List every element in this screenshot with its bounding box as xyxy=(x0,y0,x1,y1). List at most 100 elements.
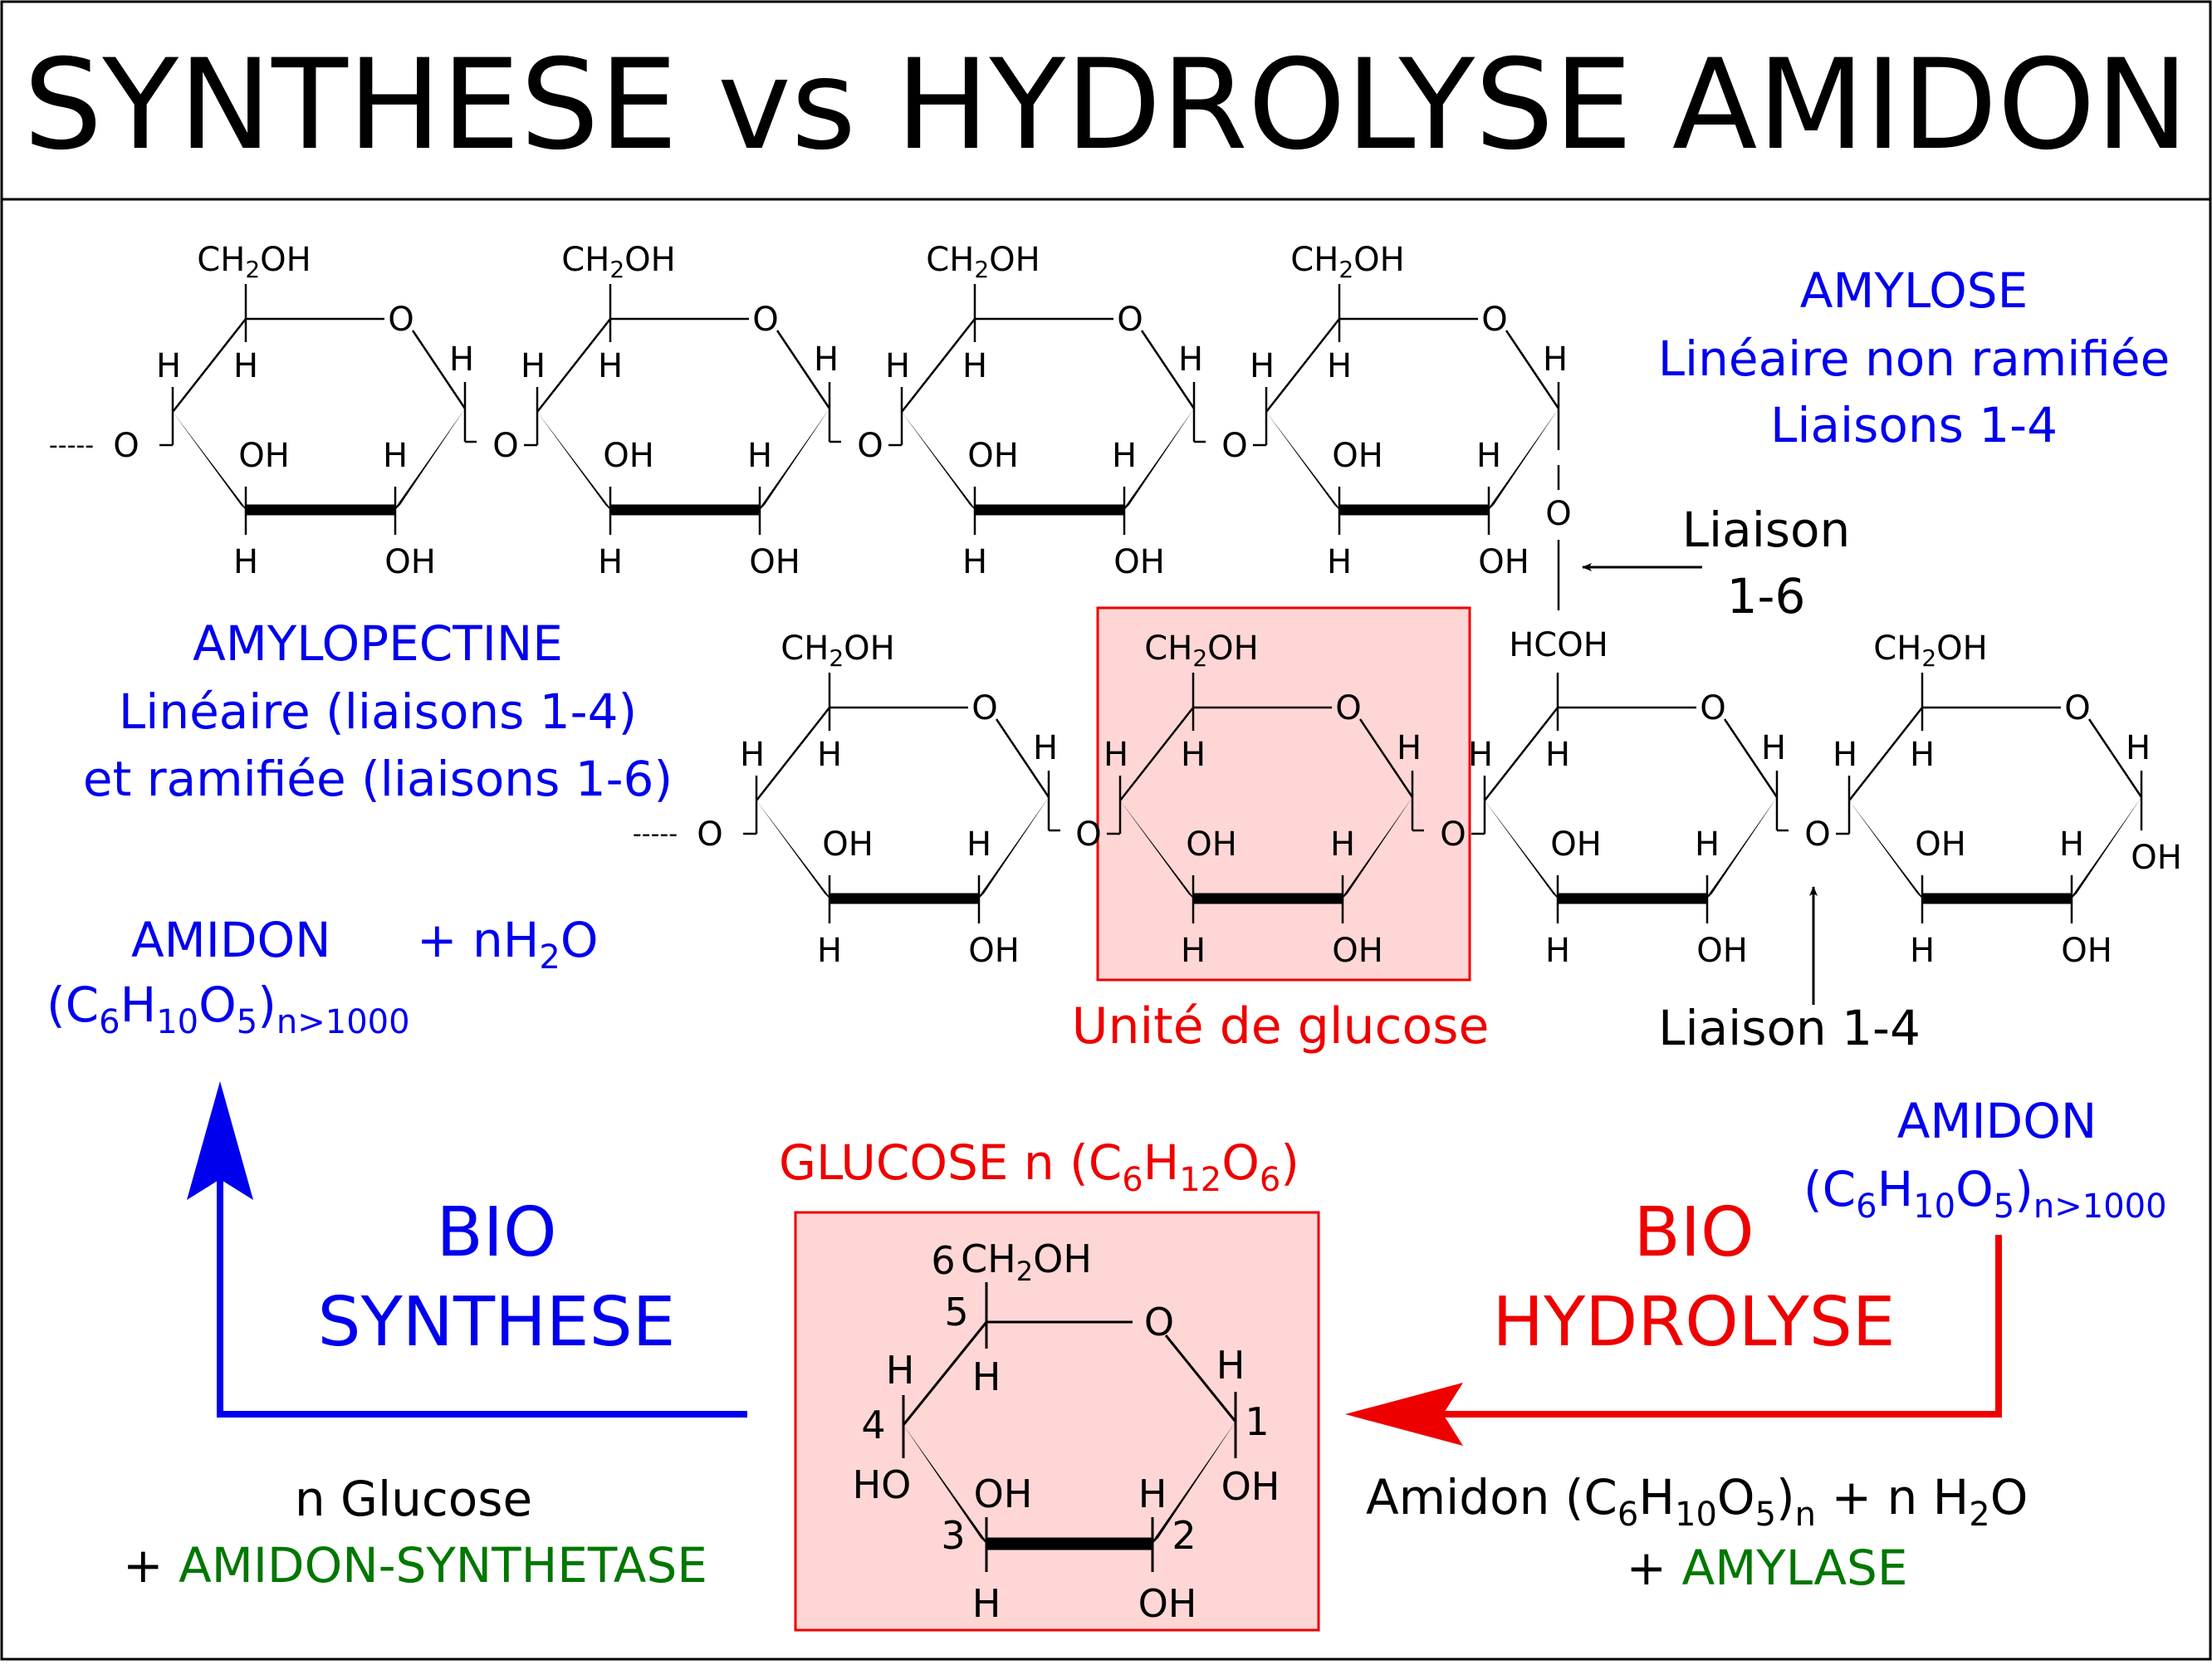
c5-hydrogen: H xyxy=(972,1354,1001,1399)
ch2oh-group: CH2OH xyxy=(1144,629,1258,672)
biosynthese-label: BIO SYNTHESE xyxy=(318,1193,676,1362)
bridge-oxygen: O xyxy=(1221,427,1247,465)
wedge-bond xyxy=(1266,412,1344,515)
c4-hydrogen: H xyxy=(521,347,546,385)
ring-oxygen: O xyxy=(1335,689,1361,727)
biosynthese-enzyme-line: + AMIDON-SYNTHETASE xyxy=(123,1537,707,1594)
ring-oxygen: O xyxy=(752,301,778,339)
c2-hydrogen: H xyxy=(383,437,408,475)
c4-hydrogen: H xyxy=(886,1348,915,1393)
c2-hydrogen: H xyxy=(1138,1472,1167,1516)
bridge-oxygen: O xyxy=(492,427,518,465)
wedge-bond xyxy=(756,801,834,904)
c2-hydrogen: H xyxy=(2059,825,2084,864)
bond xyxy=(995,718,1050,798)
bridge-oxygen: O xyxy=(697,815,722,854)
biosynthese-reactants: n Glucose + AMIDON-SYNTHETASE xyxy=(123,1471,707,1594)
glucose-box-highlight xyxy=(794,1211,1320,1632)
bond xyxy=(536,318,611,413)
bridge-oxygen: O xyxy=(1804,815,1830,854)
c2-hydroxyl: OH xyxy=(968,932,1020,970)
amidon-left-name: AMIDON xyxy=(131,912,331,968)
bond xyxy=(1505,330,1560,409)
bond xyxy=(2087,718,2143,798)
c3-hydrogen: H xyxy=(1181,932,1206,970)
c1-hydrogen: H xyxy=(1033,729,1058,767)
wedge-bond xyxy=(1849,801,1927,904)
c3-hydroxyl: OH xyxy=(603,437,654,475)
glucose-unit-highlight xyxy=(1096,606,1471,982)
liaison-1-6-label: Liaison 1-6 xyxy=(1682,502,1851,624)
wedge-bond xyxy=(1119,409,1194,515)
wedge-bond xyxy=(1338,797,1412,904)
glucose-ring-layer: OCH2OHHHOHHHOHHO-----OCH2OHHHOHHHOHHOOCH… xyxy=(49,241,2182,1626)
c2-hydroxyl: OH xyxy=(1113,543,1165,581)
amidon-right: AMIDON (C6H10O5)n>1000 xyxy=(1803,1093,2167,1226)
c2-hydroxyl: OH xyxy=(749,543,800,581)
c4-hydrogen: H xyxy=(885,347,910,385)
link-16-oxygen: O xyxy=(1545,495,1571,533)
amylopectine-linear: Linéaire (liaisons 1-4) xyxy=(119,683,637,740)
amidon-right-name: AMIDON xyxy=(1897,1093,2097,1149)
bond xyxy=(172,318,247,413)
bond xyxy=(411,330,467,409)
amylopectine-branched: et ramifiée (liaisons 1-6) xyxy=(83,751,673,807)
c4-hydroxyl: HO xyxy=(853,1462,912,1507)
amylose-structure: Linéaire non ramifiée xyxy=(1658,331,2170,387)
c2-hydrogen: H xyxy=(747,437,772,475)
ch2oh-group: CH2OH xyxy=(1873,629,1987,672)
c4-hydrogen: H xyxy=(156,347,181,385)
c3-hydrogen: H xyxy=(598,543,623,581)
ch2oh-group: CH2OH xyxy=(781,629,894,672)
biohydrolyse-arrowhead xyxy=(1345,1383,1463,1446)
amidon-left: AMIDON + nH2O (C6H10O5)n>1000 xyxy=(46,912,599,1041)
glucose-unit-label: Unité de glucose xyxy=(1072,997,1490,1055)
c1-hydrogen: H xyxy=(1178,340,1203,379)
c2-hydrogen: H xyxy=(967,825,991,864)
biosynthese-line2: SYNTHESE xyxy=(318,1283,676,1362)
c5-hydrogen: H xyxy=(233,347,258,385)
amidon-right-formula: (C6H10O5)n>1000 xyxy=(1803,1161,2167,1226)
c2-hydroxyl: OH xyxy=(384,543,436,581)
amylopectine-description: AMYLOPECTINE Linéaire (liaisons 1-4) et … xyxy=(83,615,673,807)
biohydrolyse-line1: BIO xyxy=(1634,1193,1754,1272)
carbon-number-5: 5 xyxy=(944,1290,968,1334)
wedge-bond xyxy=(1485,801,1563,904)
c2-hydroxyl: OH xyxy=(1696,932,1748,970)
ch2oh-group: CH2OH xyxy=(1290,241,1404,283)
wedge-bond xyxy=(903,1425,992,1550)
page-title: SYNTHESE vs HYDROLYSE AMIDON xyxy=(23,33,2189,178)
c1-hydroxyl: OH xyxy=(2131,839,2182,877)
carbon-number-6: 6 xyxy=(931,1238,955,1283)
biosynthese-line1: BIO xyxy=(437,1193,557,1272)
c3-hydrogen: H xyxy=(1327,543,1352,581)
ch2oh-group: CH2OH xyxy=(926,241,1040,283)
wedge-bond xyxy=(537,412,615,515)
c1-hydrogen: H xyxy=(1761,729,1786,767)
wedge-bond xyxy=(902,412,980,515)
c5-hydrogen: H xyxy=(1327,347,1352,385)
bridge-oxygen: O xyxy=(113,427,139,465)
ch2oh-group: CH2OH xyxy=(961,1237,1092,1287)
c3-hydrogen: H xyxy=(233,543,258,581)
carbon-number-2: 2 xyxy=(1172,1513,1196,1558)
c4-hydrogen: H xyxy=(740,736,765,774)
c2-hydrogen: H xyxy=(1476,437,1501,475)
biohydrolyse-label: BIO HYDROLYSE xyxy=(1492,1193,1895,1362)
c3-hydroxyl: OH xyxy=(1332,437,1383,475)
c3-hydrogen: H xyxy=(1910,932,1935,970)
wedge-bond xyxy=(390,409,465,515)
bond xyxy=(756,707,830,801)
wedge-bond xyxy=(1120,801,1198,904)
ring-oxygen: O xyxy=(2064,689,2090,727)
biosynthese-arrowhead xyxy=(187,1081,253,1200)
c5-hydrogen: H xyxy=(1910,736,1935,774)
biohydrolyse-enzyme-line: + AMYLASE xyxy=(1627,1540,1908,1596)
